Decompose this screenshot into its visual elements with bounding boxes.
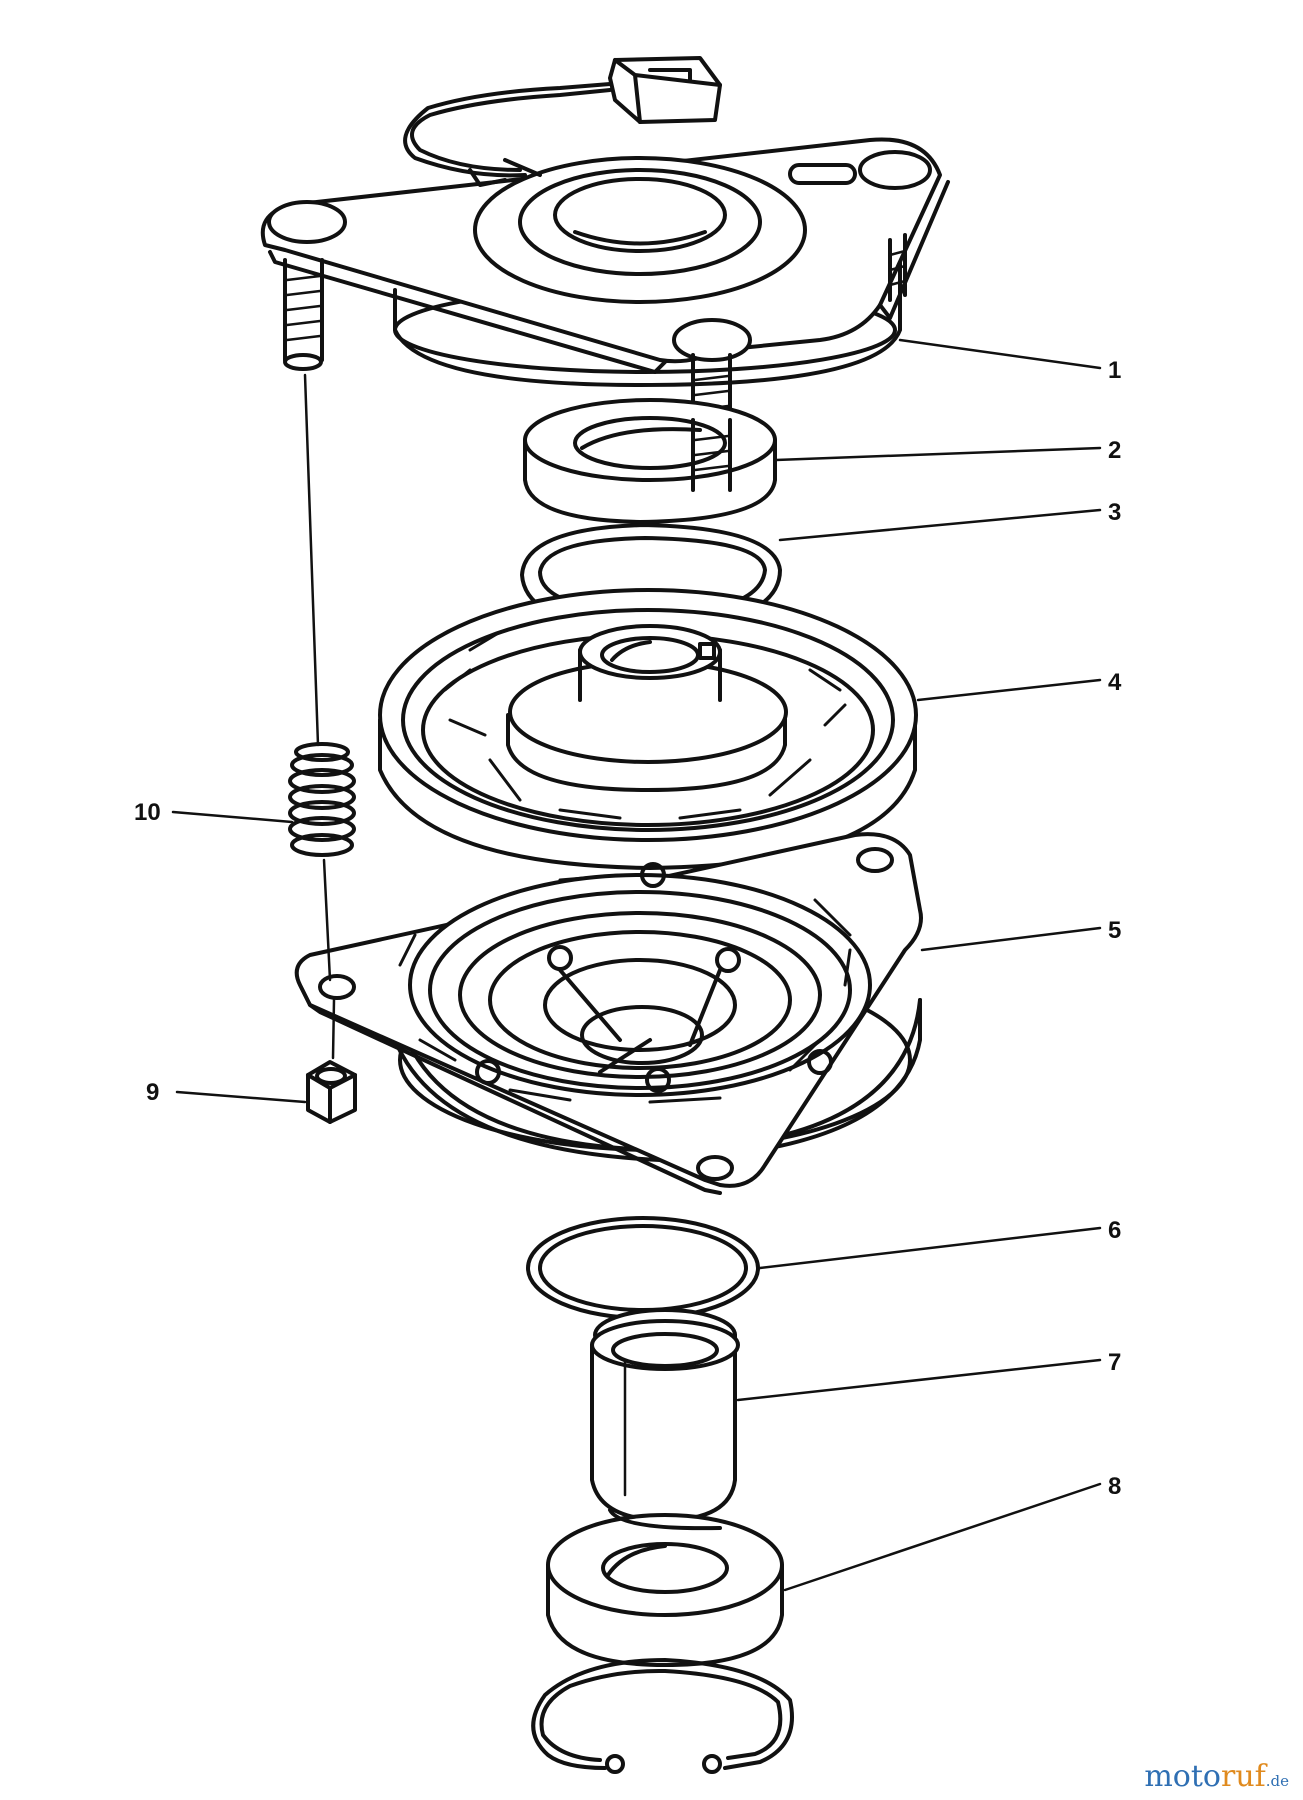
part-6-snap-ring [526,1216,760,1320]
part-9-lock-nut [306,1060,357,1124]
callout-4: 4 [1108,669,1122,696]
part-1-field-housing [260,137,950,491]
callout-labels: 1 2 3 4 5 6 7 8 9 10 [134,357,1122,1500]
part-10-spring [288,742,356,857]
callout-3: 3 [1108,499,1121,526]
watermark-part-b: ruf [1220,1759,1266,1794]
internal-snap-ring [531,1658,794,1774]
brand-watermark: motoruf.de [1144,1759,1289,1794]
callout-9: 9 [146,1079,159,1106]
leader-lines [171,338,1102,1592]
part-5-armature-plate [294,832,923,1195]
watermark-part-c: .de [1265,1772,1289,1790]
watermark-part-a: moto [1144,1759,1221,1794]
wire-harness [403,56,722,187]
callout-8: 8 [1108,1473,1121,1500]
part-8-bearing [546,1508,784,1667]
part-7-spacer [590,1308,740,1522]
callout-6: 6 [1108,1217,1121,1244]
callout-2: 2 [1108,437,1121,464]
part-2-bearing [523,398,777,524]
callout-5: 5 [1108,917,1121,944]
callout-1: 1 [1108,357,1121,384]
part-4-rotor [378,588,918,870]
assembly-axis-line [303,373,336,1060]
callout-7: 7 [1108,1349,1121,1376]
callout-10: 10 [134,799,161,826]
